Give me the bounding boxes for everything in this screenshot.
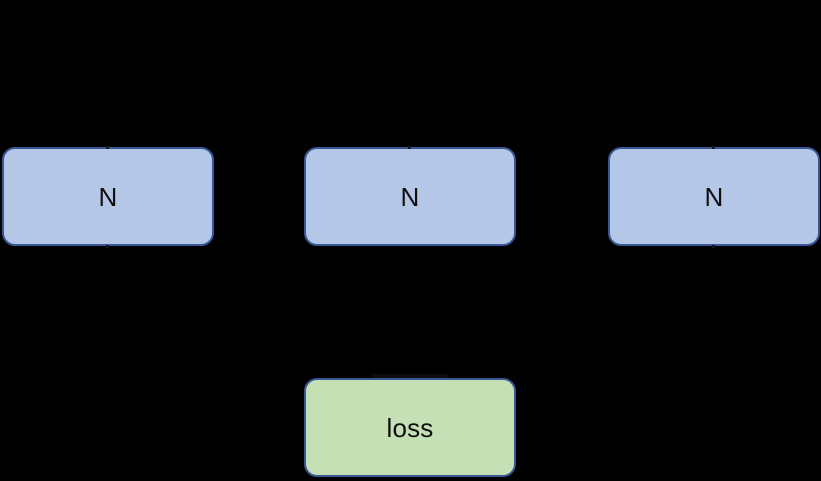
connector-stub-node-n-center	[408, 146, 411, 149]
connector-stub-node-n-left	[106, 146, 109, 149]
node-loss-label: loss	[386, 412, 434, 443]
node-n-left-label: N	[98, 181, 118, 212]
node-n-right-label: N	[704, 181, 724, 212]
node-loss[interactable]: loss	[304, 378, 516, 477]
connector-stub-bottom-node-n-right	[712, 245, 715, 248]
connector-stub-node-loss	[372, 374, 448, 378]
node-n-right[interactable]: N	[608, 147, 820, 246]
node-n-center-label: N	[400, 181, 420, 212]
node-n-left[interactable]: N	[2, 147, 214, 246]
connector-stub-node-n-right	[712, 146, 715, 149]
node-n-center[interactable]: N	[304, 147, 516, 246]
connector-stub-bottom-node-n-left	[106, 245, 109, 248]
